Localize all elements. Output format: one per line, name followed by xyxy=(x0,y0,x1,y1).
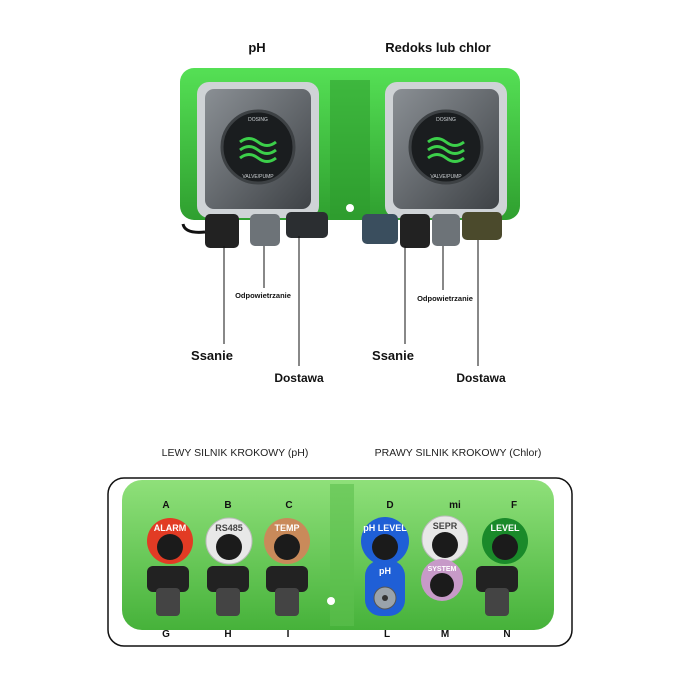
left-pump-title: pH xyxy=(248,40,265,55)
connector-label: TEMP xyxy=(274,523,299,533)
letter-top: D xyxy=(386,500,393,511)
connector-E: SEPR xyxy=(422,516,468,562)
label-right-suction: Ssanie xyxy=(372,348,414,363)
letter-top: F xyxy=(511,500,517,511)
right-pump-title: Redoks lub chlor xyxy=(385,40,490,55)
body-center-ridge xyxy=(330,80,370,220)
connector-socket xyxy=(216,534,242,560)
letter-top: A xyxy=(162,500,169,511)
letter-bottom: H xyxy=(224,629,231,640)
connector-label: ALARM xyxy=(154,523,187,533)
connector-D: pH LEVEL xyxy=(361,517,409,565)
right-pump-head: DOSING VALVE/PUMP xyxy=(385,82,507,218)
right-delivery-fitting xyxy=(462,212,502,240)
housing-center-ridge xyxy=(330,484,354,626)
right-head-text-bottom: VALVE/PUMP xyxy=(430,174,462,180)
letter-bottom: M xyxy=(441,629,449,640)
label-left-delivery: Dostawa xyxy=(274,371,324,385)
gland-body xyxy=(485,588,509,616)
connector-L: pH xyxy=(365,560,405,616)
housing-mount-hole xyxy=(327,597,335,605)
label-right-delivery: Dostawa xyxy=(456,371,506,385)
connector-B: RS485 xyxy=(206,518,252,564)
connector-C: TEMP xyxy=(264,518,310,564)
label-left-suction: Ssanie xyxy=(191,348,233,363)
label-left-vent: Odpowietrzanie xyxy=(235,291,291,300)
letter-bottom: I xyxy=(287,629,290,640)
connector-label: SEPR xyxy=(433,521,458,531)
letter-bottom: G xyxy=(162,629,170,640)
connector-M: SYSTEM xyxy=(421,559,463,601)
connector-label: pH xyxy=(379,566,391,576)
left-delivery-fitting xyxy=(286,212,328,238)
right-motor-title: PRAWY SILNIK KROKOWY (Chlor) xyxy=(375,447,542,459)
left-tube xyxy=(183,224,205,232)
letter-top: B xyxy=(224,500,231,511)
label-right-vent: Odpowietrzanie xyxy=(417,294,473,303)
left-suction-fitting xyxy=(205,214,239,248)
connector-socket xyxy=(430,573,454,597)
letter-top: C xyxy=(285,500,292,511)
right-suction-fitting-2 xyxy=(400,214,430,248)
right-vent-fitting xyxy=(432,214,460,246)
left-head-text-bottom: VALVE/PUMP xyxy=(242,174,274,180)
right-suction-fitting xyxy=(362,214,398,244)
connector-socket xyxy=(274,534,300,560)
connector-socket xyxy=(372,534,398,560)
connector-label: SYSTEM xyxy=(428,566,457,573)
letter-bottom: L xyxy=(384,629,390,640)
connector-socket xyxy=(432,532,458,558)
left-pump-head: DOSING VALVE/PUMP xyxy=(197,82,319,218)
connector-label: pH LEVEL xyxy=(363,523,407,533)
connector-A: ALARM xyxy=(147,518,193,564)
gland-body xyxy=(275,588,299,616)
connector-F: LEVEL xyxy=(482,518,528,564)
gland-body xyxy=(156,588,180,616)
left-head-text-top: DOSING xyxy=(248,117,268,123)
connector-label: LEVEL xyxy=(490,523,520,533)
left-motor-title: LEWY SILNIK KROKOWY (pH) xyxy=(162,447,309,459)
connector-socket xyxy=(492,534,518,560)
right-head-text-top: DOSING xyxy=(436,117,456,123)
connector-label: RS485 xyxy=(215,523,243,533)
bnc-pin xyxy=(382,595,388,601)
left-vent-fitting xyxy=(250,214,280,246)
mount-hole xyxy=(346,204,354,212)
gland-body xyxy=(216,588,240,616)
connector-socket xyxy=(157,534,183,560)
letter-top: mi xyxy=(449,500,461,511)
letter-bottom: N xyxy=(503,629,510,640)
pump-unit: DOSING VALVE/PUMP DOSING VALVE/PUMP xyxy=(180,68,520,248)
